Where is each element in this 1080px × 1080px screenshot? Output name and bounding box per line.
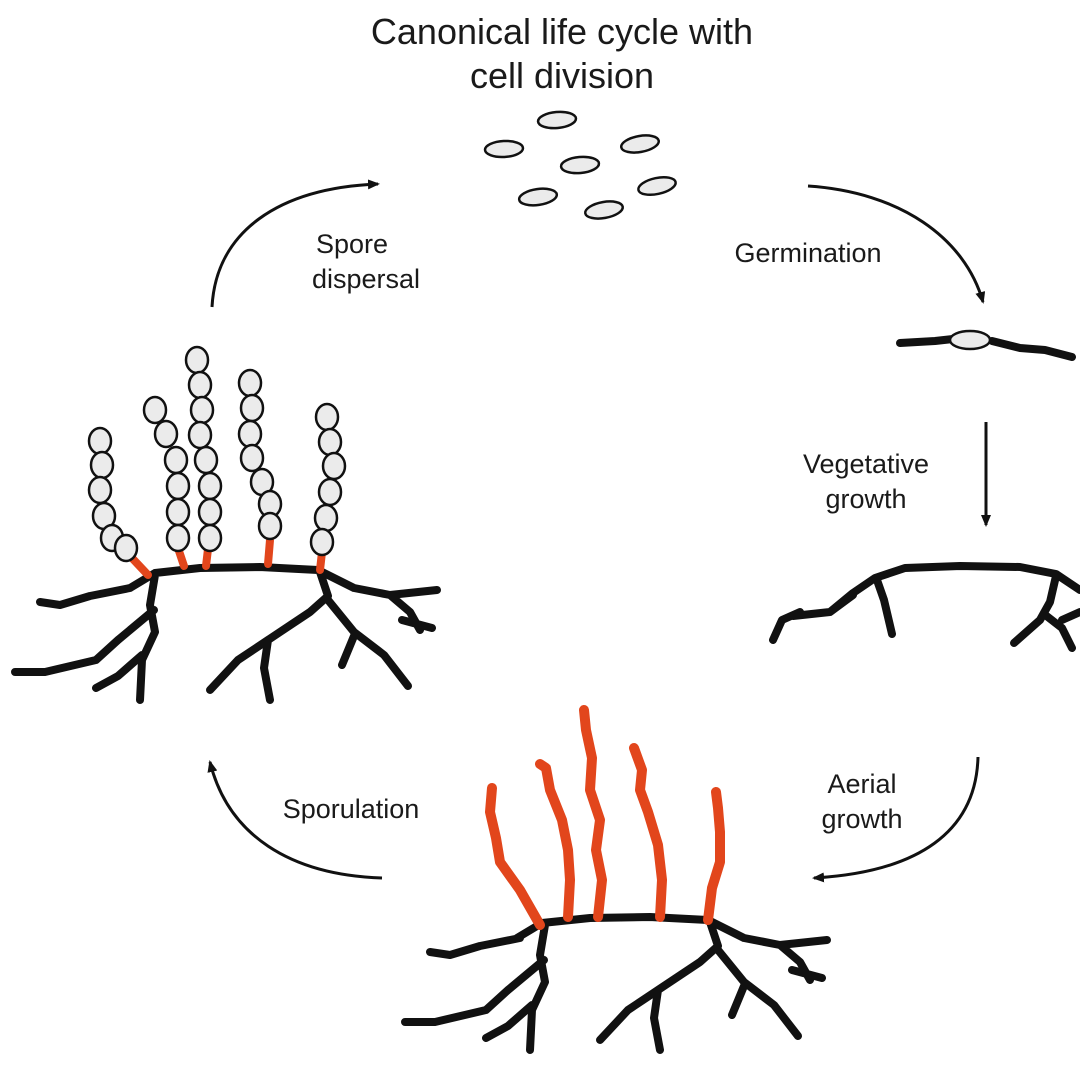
sporulation-arrow bbox=[207, 760, 383, 880]
aerial-hypha bbox=[703, 787, 725, 925]
aerial-hypha bbox=[579, 705, 607, 922]
chain-spore bbox=[153, 419, 179, 449]
chain-spore bbox=[257, 511, 283, 541]
free-spore bbox=[517, 187, 559, 207]
free-spores bbox=[483, 110, 677, 220]
free-spore bbox=[483, 139, 525, 159]
aerial-growth-arrow bbox=[812, 756, 980, 883]
free-spore bbox=[536, 110, 578, 130]
chain-spore bbox=[321, 451, 347, 481]
spore-chains bbox=[87, 345, 347, 563]
spore-dispersal-arrow bbox=[210, 179, 380, 308]
chain-spore bbox=[165, 471, 191, 501]
aerial-growth-label-line-2: growth bbox=[821, 804, 902, 834]
stalk bbox=[128, 554, 152, 579]
diagram-title-line-2: cell division bbox=[470, 55, 654, 96]
germinated-spore bbox=[948, 329, 992, 351]
germination-label: Germination bbox=[734, 238, 881, 268]
spore-dispersal-label-line-2: dispersal bbox=[312, 264, 420, 294]
aerial-hypha bbox=[485, 783, 545, 930]
sporulation-label: Sporulation bbox=[283, 794, 420, 824]
chain-spore bbox=[189, 395, 215, 425]
germinating-spore bbox=[896, 329, 1076, 361]
aerial-growth-label-line-1: Aerial bbox=[827, 769, 896, 799]
chain-spore bbox=[89, 450, 115, 480]
free-spore bbox=[619, 134, 661, 154]
sporulating-colony bbox=[11, 345, 441, 704]
substrate-mycelium bbox=[401, 913, 831, 1054]
aerial-hypha bbox=[629, 743, 667, 922]
chain-spore bbox=[197, 523, 223, 553]
chain-spore bbox=[165, 497, 191, 527]
chain-spore bbox=[163, 445, 189, 475]
chain-spore bbox=[313, 503, 339, 533]
chain-spore bbox=[113, 533, 139, 563]
substrate-mycelium bbox=[11, 563, 441, 704]
chain-spore bbox=[87, 426, 113, 456]
chain-spore bbox=[239, 393, 265, 423]
chain-spore bbox=[309, 527, 335, 557]
chain-spore bbox=[197, 471, 223, 501]
chain-spore bbox=[87, 475, 113, 505]
germination-arrow bbox=[807, 184, 986, 304]
chain-spore bbox=[317, 427, 343, 457]
aerial-colony bbox=[401, 705, 831, 1054]
chain-spore bbox=[187, 420, 213, 450]
chain-spore bbox=[142, 395, 168, 425]
free-spore bbox=[559, 155, 601, 175]
free-spore bbox=[637, 175, 677, 197]
chain-spore bbox=[237, 419, 263, 449]
chain-spore bbox=[197, 497, 223, 527]
chain-spore bbox=[187, 370, 213, 400]
diagram-title-line-1: Canonical life cycle with bbox=[371, 11, 753, 52]
stalk bbox=[264, 536, 274, 568]
chain-spore bbox=[239, 443, 265, 473]
vegetative-growth-label-line-1: Vegetative bbox=[803, 449, 929, 479]
spore-dispersal-label-line-1: Spore bbox=[316, 229, 388, 259]
aerial-hypha bbox=[535, 759, 575, 922]
free-spore bbox=[583, 200, 625, 220]
chain-spore bbox=[184, 345, 210, 375]
chain-spore bbox=[317, 477, 343, 507]
chain-spore bbox=[165, 523, 191, 553]
chain-spore bbox=[314, 402, 340, 432]
vegetative-growth-label-line-2: growth bbox=[825, 484, 906, 514]
vegetative-mycelium bbox=[769, 562, 1080, 652]
chain-spore bbox=[193, 445, 219, 475]
chain-spore bbox=[237, 368, 263, 398]
